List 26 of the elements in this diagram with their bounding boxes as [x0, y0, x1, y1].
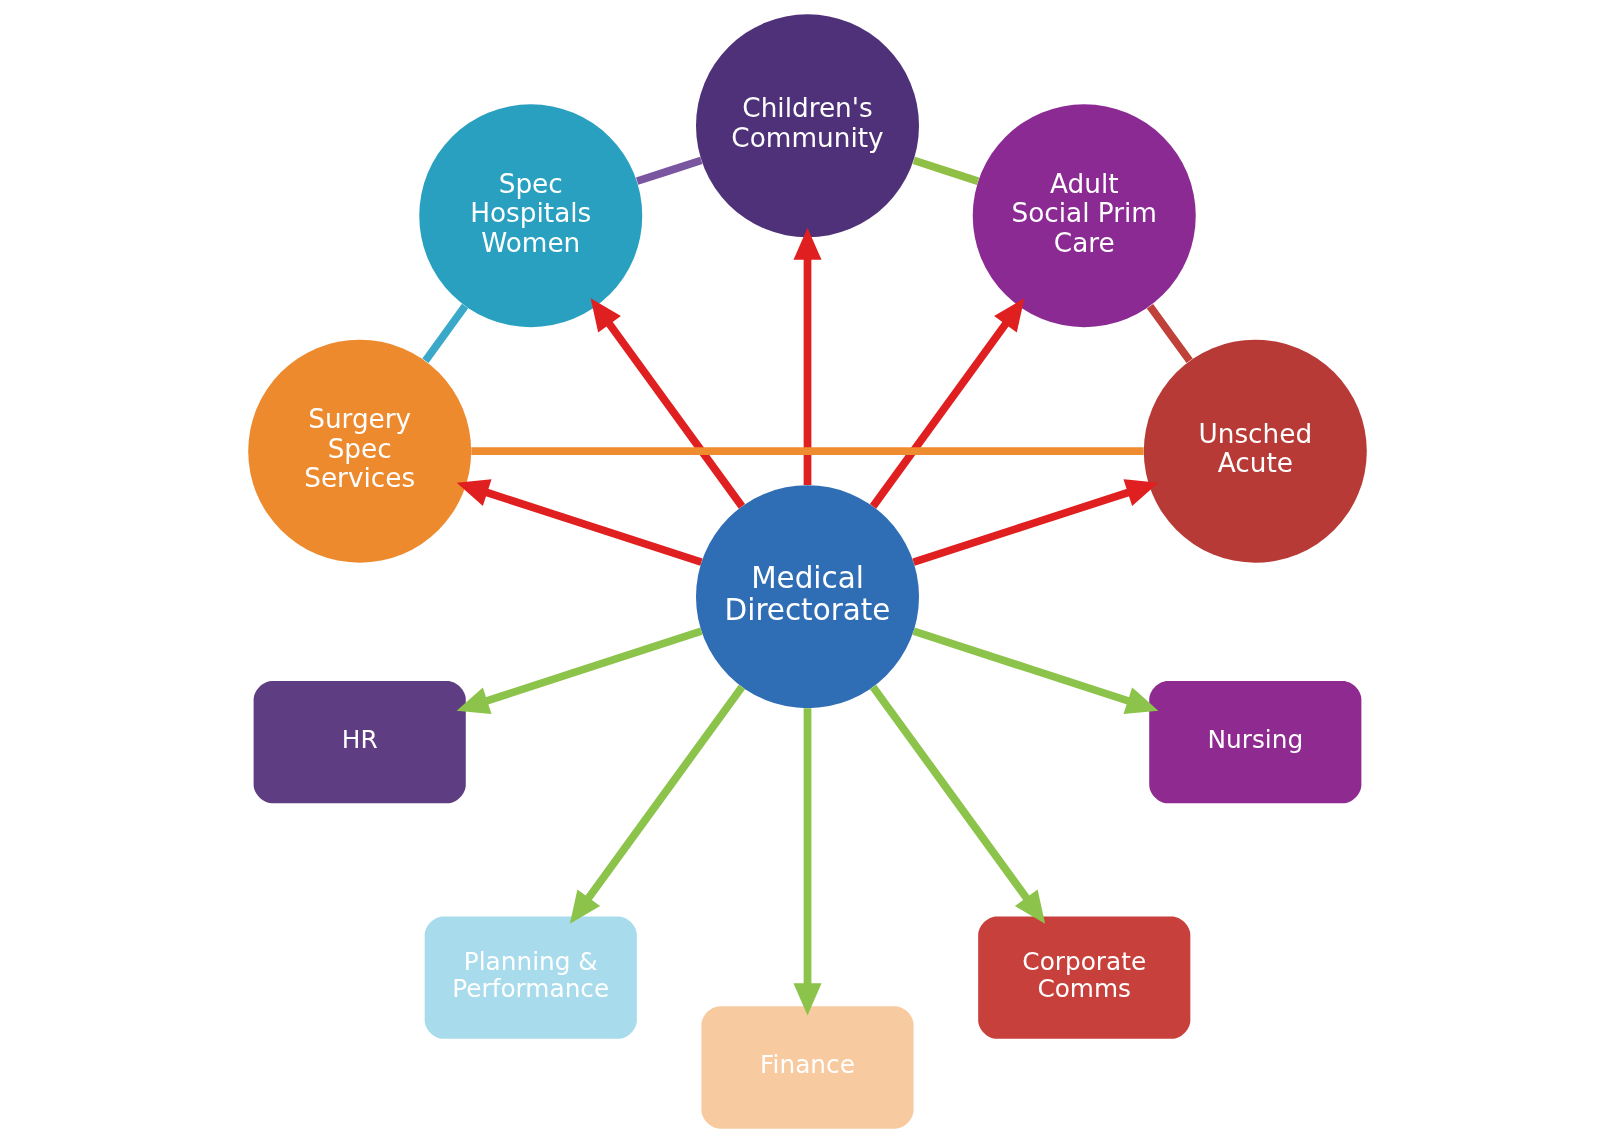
node-box: Corporate Comms [978, 916, 1191, 1039]
connector [912, 156, 980, 185]
arrow [912, 479, 1159, 566]
node-box: Nursing [1149, 681, 1362, 804]
arrow [590, 298, 746, 509]
node-box: Planning & Performance [424, 916, 637, 1039]
arrow [569, 684, 746, 924]
connector [422, 303, 469, 363]
node-circle: Children's Community [696, 14, 919, 238]
connector [471, 447, 1144, 456]
node-circle: Medical Directorate [696, 485, 919, 709]
node-circle: Spec Hospitals Women [419, 104, 643, 328]
node-box: Finance [701, 1006, 914, 1129]
arrow [869, 684, 1046, 924]
arrow [793, 708, 822, 1016]
arrow [793, 227, 822, 486]
node-circle: Unsched Acute [1143, 339, 1367, 563]
arrow [869, 298, 1025, 509]
arrow [456, 627, 703, 715]
arrow [456, 479, 703, 566]
connector [635, 156, 703, 185]
arrow [912, 627, 1159, 715]
node-circle: Surgery Spec Services [248, 339, 472, 563]
node-circle: Adult Social Prim Care [972, 104, 1196, 328]
node-box: HR [253, 681, 466, 804]
connector [1146, 303, 1193, 364]
